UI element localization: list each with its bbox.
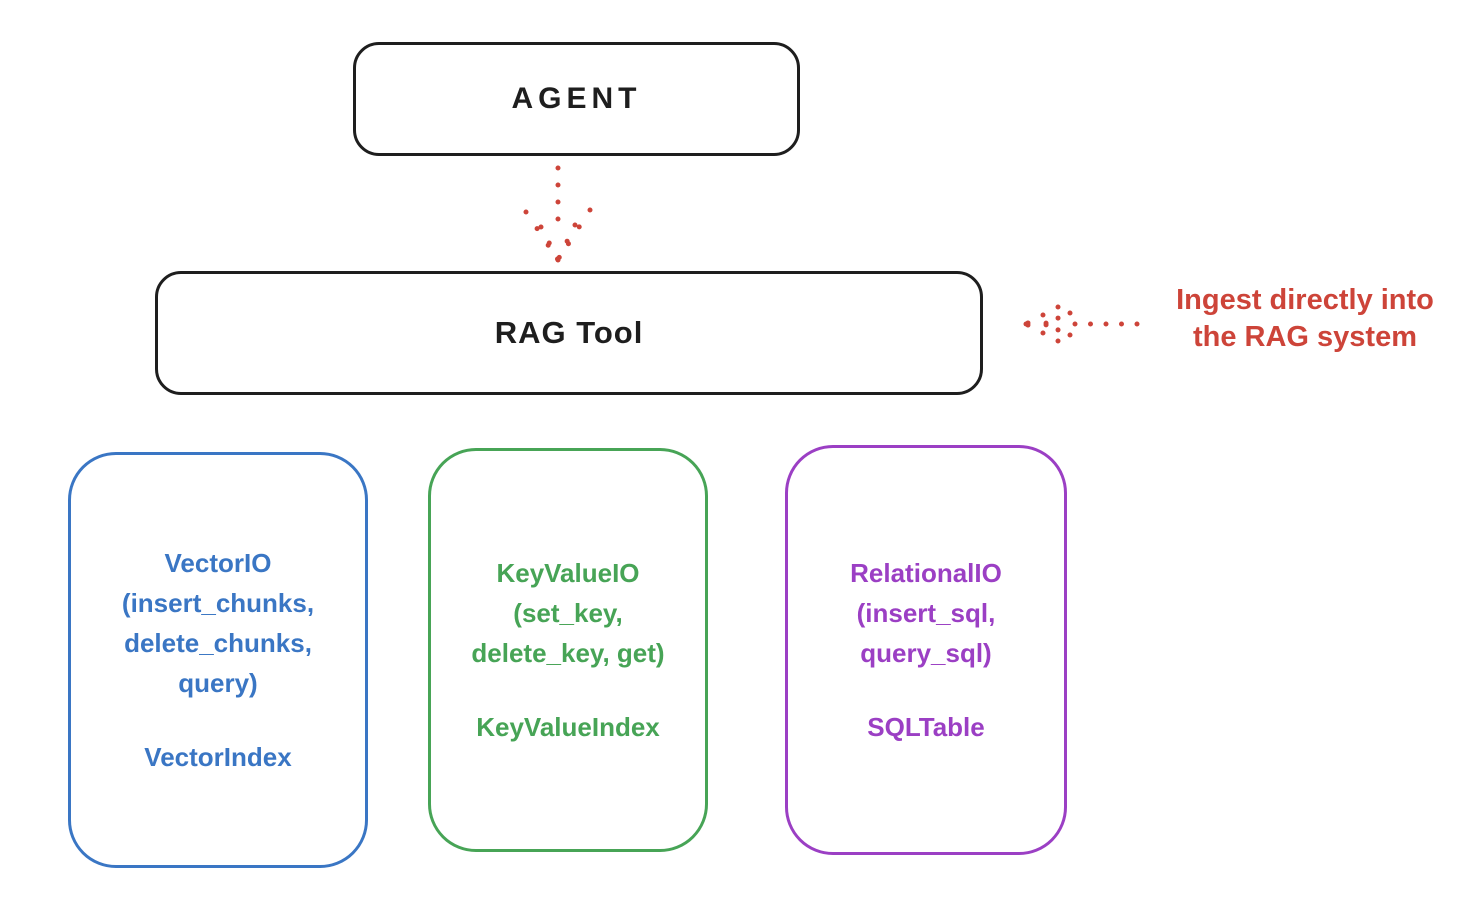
relational-io-node: RelationalIO (insert_sql, query_sql) SQL… xyxy=(785,445,1067,855)
keyvalue-index-label: KeyValueIndex xyxy=(476,712,660,742)
keyvalue-io-node: KeyValueIO (set_key, delete_key, get) Ke… xyxy=(428,448,708,852)
dotted-arrow-left-icon xyxy=(1023,304,1140,344)
dotted-arrow-down-icon xyxy=(523,165,593,263)
vector-index-label: VectorIndex xyxy=(144,742,292,772)
relational-io-label: RelationalIO (insert_sql, query_sql) xyxy=(850,558,1002,668)
vector-io-label: VectorIO (insert_chunks, delete_chunks, … xyxy=(121,548,315,698)
vector-io-node: VectorIO (insert_chunks, delete_chunks, … xyxy=(68,452,368,868)
agent-label: AGENT xyxy=(511,82,642,115)
rag-tool-node: RAG Tool xyxy=(155,271,983,395)
rag-tool-label: RAG Tool xyxy=(494,315,644,350)
ingest-annotation: Ingest directly into the RAG system xyxy=(1176,284,1434,353)
keyvalue-io-label: KeyValueIO (set_key, delete_key, get) xyxy=(471,558,665,668)
sql-table-label: SQLTable xyxy=(867,712,985,742)
agent-node: AGENT xyxy=(353,42,800,156)
